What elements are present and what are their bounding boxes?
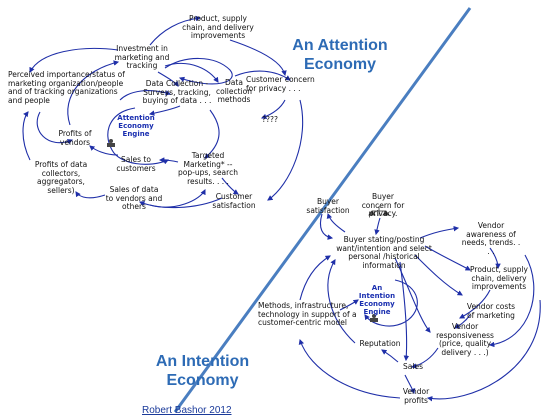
arrow-datacoll-to-engine	[148, 105, 181, 116]
node-data-methods: Data collection methods	[216, 78, 252, 104]
node-customer-privacy-concern: Customer concern for privacy . . .	[246, 75, 315, 93]
arrow-stating-to-awareness	[419, 225, 460, 239]
node-sales-of-data: Sales of data to vendors and others	[105, 185, 163, 211]
node-vendor-profits: Vendor profits	[402, 387, 430, 405]
arrow-engine-loop	[107, 107, 170, 165]
author-credit[interactable]: Robert Bashor 2012	[142, 405, 232, 416]
arrow-investment-to-product	[149, 15, 202, 46]
arrow-product-to-concern	[229, 39, 287, 77]
person-icon-intention	[370, 314, 378, 322]
arrow-profitsdata-to-perceived	[22, 111, 31, 161]
arrow-profits-to-investment	[67, 60, 120, 126]
intention-economy-engine: An Intention Economy Engine	[358, 284, 396, 316]
arrow-datamethods-to-concern	[234, 70, 291, 81]
title-intention-economy: An Intention Economy	[155, 353, 250, 389]
node-product-improvements: Product, supply chain, and delivery impr…	[182, 14, 254, 40]
arrow-engine-loop-int	[364, 279, 418, 327]
attention-economy-engine: Attention Economy Engine	[117, 114, 155, 138]
arrow-concern-to-unknown	[260, 99, 286, 120]
diagonal-divider	[173, 7, 472, 413]
arrow-awareness-to-product	[489, 247, 501, 270]
arrow-sales-to-profits	[404, 374, 416, 395]
arrow-salesdata-to-profitsdata	[75, 191, 106, 199]
node-vendor-costs: Vendor costs of marketing	[466, 302, 516, 320]
arrow-stating-to-product	[424, 245, 471, 271]
person-icon-attention	[107, 139, 115, 147]
arrow-awareness-to-responsiveness	[488, 254, 535, 348]
arrow-salesdata-loop	[149, 189, 206, 208]
arrow-concern-to-satisfaction	[267, 99, 304, 201]
arrow-reputation-to-stating	[327, 259, 356, 344]
arrow-concern-to-stating	[374, 217, 381, 236]
title-attention-economy: An Attention Economy	[292, 37, 388, 73]
arrow-loop-data-2	[119, 90, 172, 101]
arrow-satisfaction-to-salesdata	[138, 197, 223, 209]
arrow-profits-to-methods	[298, 338, 401, 399]
node-vendor-awareness: Vendor awareness of needs, trends. . . .	[461, 221, 521, 256]
node-methods-infrastructure: Methods, infrastructure, technology in s…	[258, 301, 357, 327]
arrow-stating-to-satisfaction	[326, 212, 346, 233]
arrow-product-to-responsiveness	[459, 289, 491, 319]
node-vendor-responsiveness: Vendor responsiveness (price, quality de…	[436, 322, 494, 357]
node-unknown: ????	[262, 115, 278, 124]
node-customer-satisfaction: Customer satisfaction	[212, 192, 256, 210]
arrow-stating-down	[394, 257, 431, 333]
arrow-targeted-to-satisfaction	[221, 177, 239, 195]
arrow-perceived-to-profits	[36, 111, 74, 145]
node-buyer-privacy-concern: Buyer concern for privacy.	[361, 192, 405, 218]
node-data-collection: Data Collection - Surveys, tracking, buy…	[142, 79, 212, 105]
arrow-sales-to-profits	[89, 145, 119, 156]
arrow-investment-to-perceived	[29, 47, 119, 73]
arrow-costs-to-responsiveness	[454, 314, 471, 329]
arrow-outer-loop	[426, 299, 541, 402]
scale-icon	[368, 206, 390, 216]
arrow-sales-to-reputation	[381, 349, 399, 363]
node-profits-data-collectors: Profits of data collectors, aggregators,…	[34, 160, 88, 195]
arrow-stating-to-costs	[414, 254, 463, 296]
node-profits-vendors: Profits of vendors	[58, 129, 92, 147]
arrow-stating-to-sales	[399, 261, 410, 362]
arrow-data-to-targeted	[204, 109, 220, 159]
node-product-supply-chain: Product, supply chain, delivery improvem…	[470, 265, 528, 291]
arrow-responsiveness-to-sales	[410, 347, 439, 369]
node-buyer-stating: Buyer stating/posting want/intention and…	[336, 235, 432, 270]
node-perceived-importance: Perceived importance/status of marketing…	[8, 70, 125, 105]
arrow-investment-to-datacollection	[157, 71, 179, 87]
node-investment-marketing: Investment in marketing and tracking	[114, 44, 170, 70]
arrow-loop-data-1	[164, 57, 233, 85]
node-buyer-satisfaction: Buyer satisfaction	[306, 197, 350, 215]
node-targeted-marketing: Targeted Marketing* -- pop-ups, search r…	[178, 151, 238, 186]
node-sales: Sales	[403, 362, 423, 371]
node-reputation: Reputation	[359, 339, 401, 348]
arrow-satisfaction-to-stating	[319, 213, 334, 240]
arrow-methods-to-stating	[299, 255, 331, 301]
node-sales-customers: Sales to customers	[116, 155, 156, 173]
arrow-methods-to-engine	[339, 299, 359, 311]
